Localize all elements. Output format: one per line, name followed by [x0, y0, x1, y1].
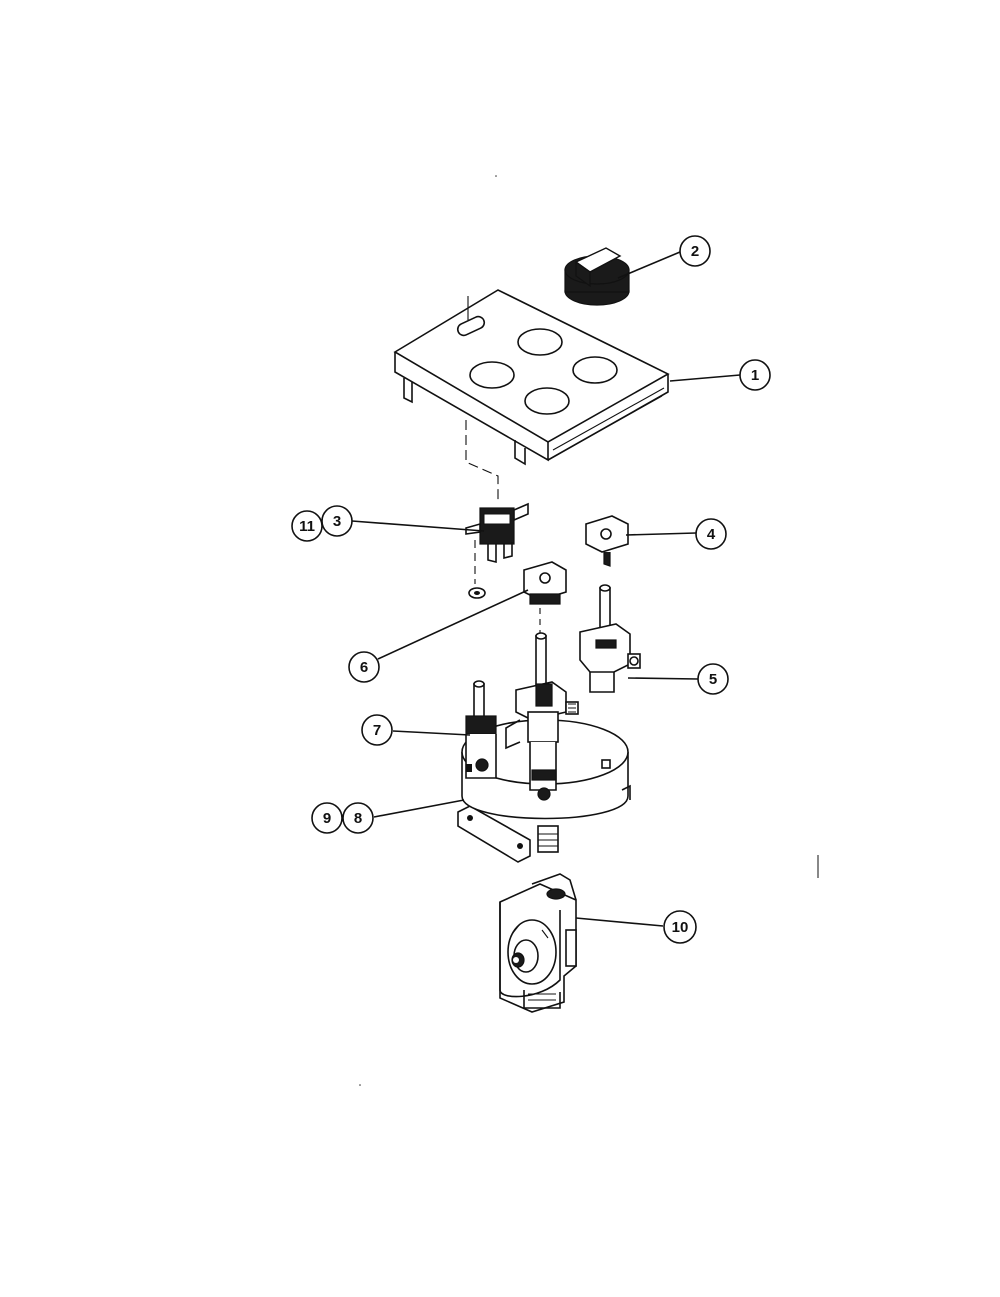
callout-2: 2: [679, 235, 711, 267]
ignition-switch: [465, 502, 529, 599]
switch-plate-upper: [585, 515, 629, 567]
callout-7-label: 7: [373, 722, 381, 739]
callout-6: 6: [348, 651, 380, 683]
callout-11-label: 11: [299, 518, 315, 535]
leader-lines: [351, 251, 741, 927]
callout-4-label: 4: [707, 526, 716, 543]
pressure-regulator: [499, 873, 577, 1013]
callout-1-label: 1: [751, 367, 759, 384]
callout-1: 1: [739, 359, 771, 391]
callout-7: 7: [361, 714, 393, 746]
callout-10-label: 10: [672, 919, 689, 936]
assembly-guide-lines: [465, 420, 541, 640]
callout-5: 5: [697, 663, 729, 695]
callout-8-label: 8: [354, 810, 362, 827]
callout-8: 8: [342, 802, 374, 834]
callout-3-label: 3: [333, 513, 341, 530]
callout-5-label: 5: [709, 671, 717, 688]
callout-10: 10: [663, 910, 697, 944]
callout-9: 9: [311, 802, 343, 834]
switch-plate-lower: [523, 561, 567, 605]
callout-9-label: 9: [323, 810, 331, 827]
valve-manifold-assembly: [457, 632, 631, 863]
control-knob: [564, 247, 630, 306]
control-panel: [393, 289, 670, 466]
burner-valve-right: [579, 584, 641, 693]
callout-2-label: 2: [691, 243, 699, 260]
callout-11: 11: [291, 510, 323, 542]
callout-3: 3: [321, 505, 353, 537]
callout-4: 4: [695, 518, 727, 550]
callout-6-label: 6: [360, 659, 368, 676]
scan-specks: [359, 175, 819, 1086]
